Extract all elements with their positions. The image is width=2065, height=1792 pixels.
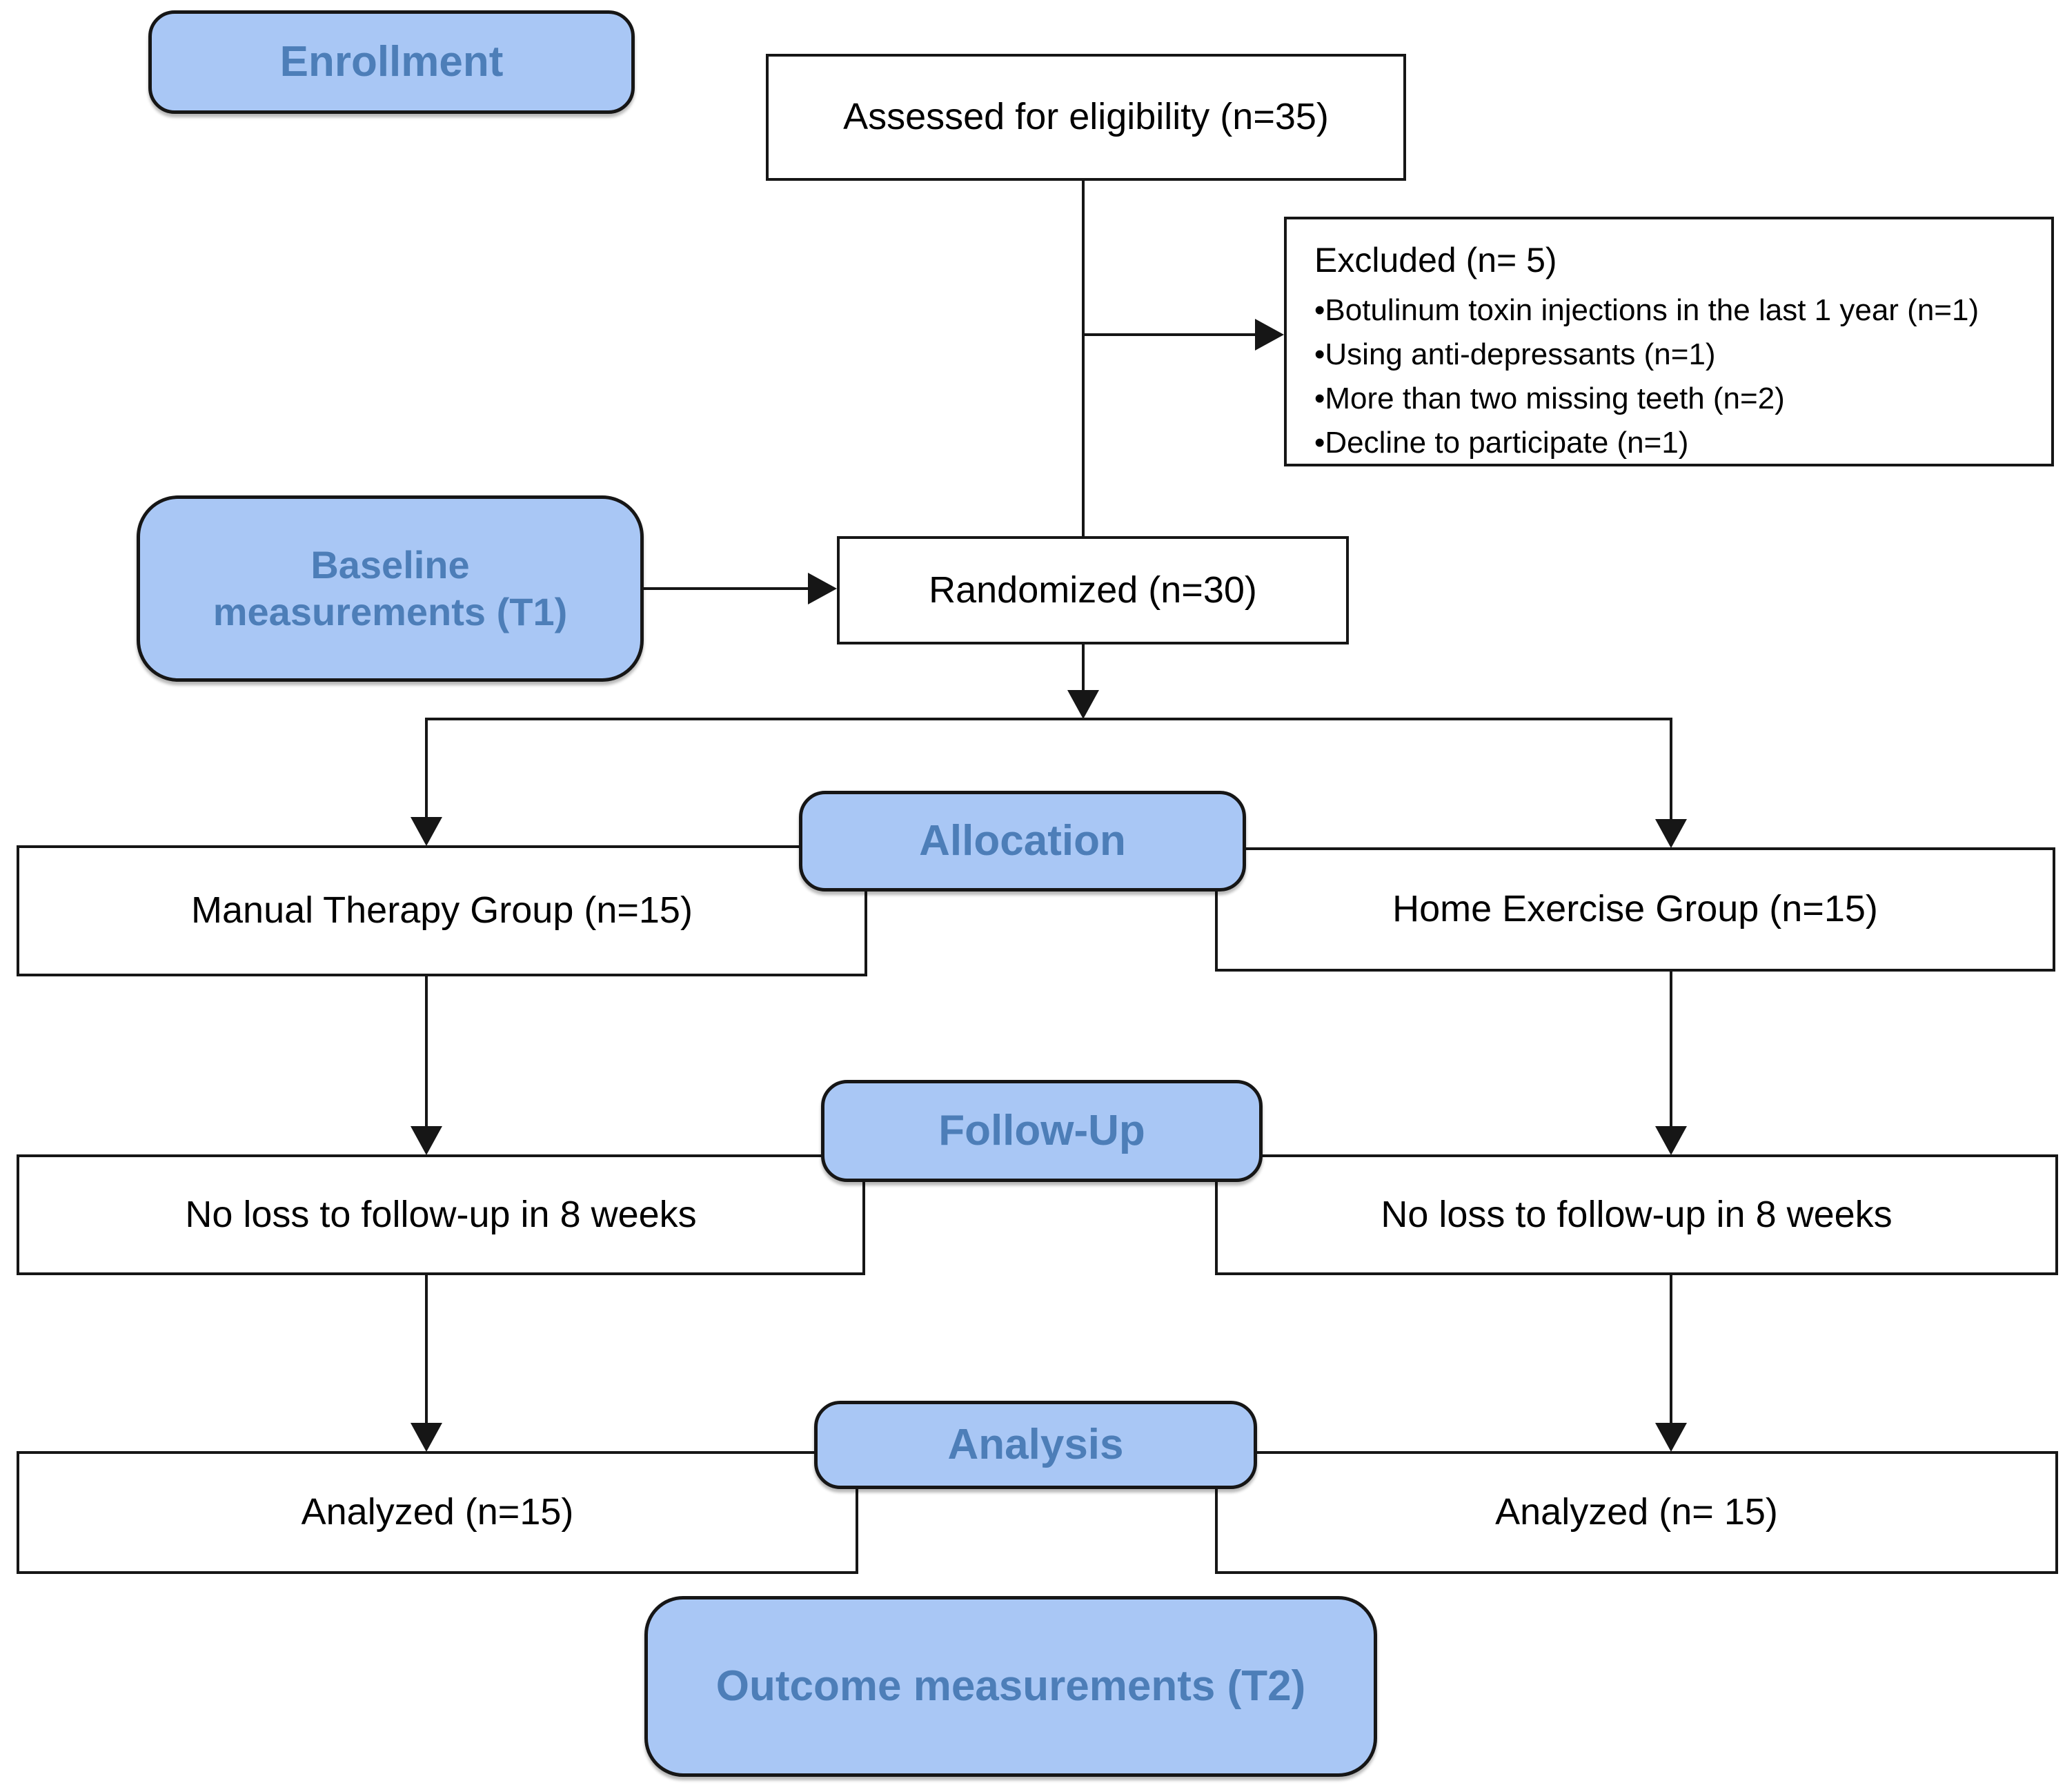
connector-assessed-to-randomized: [1082, 181, 1085, 538]
connector-branch-to-home: [1670, 718, 1672, 821]
followup-left-box: No loss to follow-up in 8 weeks: [17, 1154, 865, 1275]
connector-branch-to-manual: [425, 718, 428, 819]
connector-to-excluded: [1083, 333, 1261, 336]
arrowhead-into-manual-group: [411, 817, 442, 846]
analyzed-left-box: Analyzed (n=15): [17, 1451, 858, 1574]
arrowhead-into-randomized: [808, 573, 837, 604]
arrowhead-into-branch: [1067, 690, 1099, 719]
analyzed-right-box: Analyzed (n= 15): [1215, 1451, 2058, 1574]
assessed-box: Assessed for eligibility (n=35): [766, 54, 1406, 181]
stage-allocation: Allocation: [799, 791, 1246, 892]
excluded-reason: •More than two missing teeth (n=2): [1314, 381, 1785, 415]
excluded-title: Excluded (n= 5): [1314, 241, 1557, 279]
connector-followup-left-to-analysis: [425, 1274, 428, 1426]
arrowhead-into-followup-left: [411, 1126, 442, 1155]
excluded-box: Excluded (n= 5) •Botulinum toxin injecti…: [1284, 217, 2054, 466]
connector-randomized-to-branch: [1082, 644, 1085, 692]
stage-outcome-measurements: Outcome measurements (T2): [644, 1596, 1377, 1777]
excluded-reason: •Botulinum toxin injections in the last …: [1314, 293, 1979, 327]
excluded-reason: •Using anti-depressants (n=1): [1314, 337, 1716, 371]
randomized-box: Randomized (n=30): [837, 536, 1349, 644]
connector-branch-horizontal: [425, 718, 1672, 720]
arrowhead-into-excluded: [1255, 319, 1284, 351]
connector-home-to-followup: [1670, 971, 1672, 1129]
stage-baseline-measurements: Baseline measurements (T1): [137, 495, 644, 682]
manual-therapy-group-box: Manual Therapy Group (n=15): [17, 845, 867, 976]
home-exercise-group-box: Home Exercise Group (n=15): [1215, 847, 2055, 972]
arrowhead-into-analyzed-right: [1655, 1423, 1687, 1452]
connector-followup-right-to-analysis: [1670, 1274, 1672, 1426]
connector-manual-to-followup: [425, 976, 428, 1129]
excluded-reason: •Decline to participate (n=1): [1314, 426, 1689, 460]
followup-right-box: No loss to follow-up in 8 weeks: [1215, 1154, 2058, 1275]
arrowhead-into-home-group: [1655, 819, 1687, 848]
arrowhead-into-followup-right: [1655, 1126, 1687, 1155]
stage-followup: Follow-Up: [821, 1080, 1263, 1182]
stage-enrollment: Enrollment: [148, 10, 635, 114]
stage-analysis: Analysis: [814, 1401, 1257, 1489]
connector-baseline-to-randomized: [642, 587, 814, 590]
arrowhead-into-analyzed-left: [411, 1423, 442, 1452]
